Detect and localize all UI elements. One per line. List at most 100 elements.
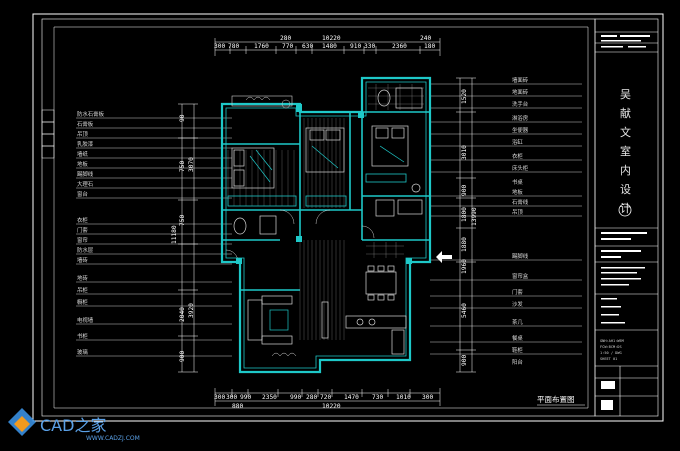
svg-text:吊柜: 吊柜 <box>77 286 88 294</box>
bed-icon <box>231 125 409 189</box>
left-margin-boxes <box>41 109 55 159</box>
svg-text:鞋柜: 鞋柜 <box>512 346 523 354</box>
door-swings <box>225 209 375 263</box>
bottom-dim-row1: 300 300 990 2350 990 280 720 1470 730 10… <box>214 394 433 401</box>
svg-text:墙砖: 墙砖 <box>77 256 88 264</box>
svg-text:1760: 1760 <box>254 43 269 50</box>
svg-text:750: 750 <box>179 161 186 172</box>
right-annotations: 墙面砖 地面砖 洗手台 淋浴房 坐便器 浴缸 衣柜 床头柜 书桌 地板 石膏线 … <box>512 76 529 366</box>
title-block-codes: GNH:AH1:WEM FCW:BCM:DS 1:50 / DWG SHEET … <box>600 339 625 361</box>
svg-text:280: 280 <box>306 394 317 401</box>
svg-text:浴缸: 浴缸 <box>512 138 523 146</box>
company-char-1: 献 <box>620 106 631 120</box>
watermark-brand: CAD之家 <box>40 416 106 435</box>
watermark: CAD之家 WWW.CADZJ.COM <box>8 408 140 442</box>
svg-text:书桌: 书桌 <box>512 178 523 186</box>
svg-text:990: 990 <box>240 394 251 401</box>
svg-text:门套: 门套 <box>512 288 523 296</box>
plant-icon <box>245 96 297 357</box>
svg-text:1960: 1960 <box>461 259 468 274</box>
svg-text:洗手台: 洗手台 <box>512 100 528 108</box>
svg-text:300: 300 <box>214 394 225 401</box>
svg-text:13990: 13990 <box>471 207 478 226</box>
svg-text:11180: 11180 <box>171 225 178 244</box>
svg-text:墙纸: 墙纸 <box>77 150 88 158</box>
svg-text:910: 910 <box>350 43 361 50</box>
right-leaders <box>430 83 582 355</box>
svg-text:橱柜: 橱柜 <box>77 298 88 306</box>
company-char-6: 计 <box>620 202 631 215</box>
svg-text:餐桌: 餐桌 <box>512 334 523 342</box>
svg-text:大理石: 大理石 <box>77 180 94 188</box>
svg-text:1880: 1880 <box>461 237 468 252</box>
company-char-0: 吴 <box>620 88 631 101</box>
right-dimensions <box>456 77 476 373</box>
kitchen-counter <box>345 315 407 355</box>
company-name: 吴 献 文 室 内 设 计 <box>618 88 632 217</box>
dining-table-icon <box>365 265 397 301</box>
plan-title: 平面布置图 <box>537 394 575 404</box>
watermark-url: WWW.CADZJ.COM <box>86 435 140 442</box>
svg-text:窗台: 窗台 <box>77 190 88 198</box>
svg-text:730: 730 <box>372 394 383 401</box>
svg-text:1480: 1480 <box>322 43 337 50</box>
svg-text:720: 720 <box>320 394 331 401</box>
svg-text:玻璃: 玻璃 <box>77 348 88 356</box>
svg-text:沙发: 沙发 <box>512 300 523 308</box>
outer-border <box>32 13 664 422</box>
svg-text:书柜: 书柜 <box>77 332 88 340</box>
dim-top-total: 10220 <box>322 35 341 42</box>
svg-text:750: 750 <box>179 215 186 226</box>
svg-text:2040: 2040 <box>179 307 186 322</box>
bathroom-fixtures <box>233 87 423 235</box>
left-annotations: 防水石膏板 石膏板 吊顶 乳胶漆 墙纸 地板 踢脚线 大理石 窗台 衣柜 门套 … <box>77 110 105 356</box>
svg-text:石膏线: 石膏线 <box>512 198 529 206</box>
svg-text:2350: 2350 <box>262 394 277 401</box>
svg-text:1470: 1470 <box>344 394 359 401</box>
code-1: FCW:BCM:DS <box>600 345 622 349</box>
svg-text:630: 630 <box>302 43 313 50</box>
dim-bottom-row2: 880 <box>232 403 243 410</box>
svg-text:防水石膏板: 防水石膏板 <box>77 110 105 118</box>
dim-bottom-total: 10220 <box>322 403 341 410</box>
code-0: GNH:AH1:WEM <box>600 339 625 343</box>
svg-text:180: 180 <box>424 43 435 50</box>
svg-text:墙面砖: 墙面砖 <box>512 76 529 84</box>
floor-plan <box>220 76 452 374</box>
svg-text:770: 770 <box>282 43 293 50</box>
top-dimensions <box>214 38 441 56</box>
svg-text:地板: 地板 <box>77 160 88 168</box>
svg-text:3070: 3070 <box>188 157 195 172</box>
svg-text:乳胶漆: 乳胶漆 <box>77 140 94 148</box>
svg-text:900: 900 <box>461 355 468 366</box>
svg-text:300: 300 <box>226 394 237 401</box>
code-3: SHEET 01 <box>600 357 617 361</box>
company-char-2: 文 <box>620 125 631 139</box>
entry-arrow-icon <box>436 251 452 263</box>
svg-text:淋浴房: 淋浴房 <box>512 114 528 122</box>
right-dim-labels: 1520 3010 900 1800 13990 1880 1960 5460 … <box>461 89 478 366</box>
svg-text:1520: 1520 <box>461 89 468 104</box>
company-char-3: 室 <box>620 144 631 158</box>
svg-text:300: 300 <box>214 43 225 50</box>
sofa-icon <box>247 295 329 345</box>
svg-text:窗帘: 窗帘 <box>77 236 88 244</box>
svg-text:电视墙: 电视墙 <box>77 316 94 324</box>
svg-text:窗帘盒: 窗帘盒 <box>512 272 529 280</box>
svg-text:5460: 5460 <box>461 303 468 318</box>
dim-top-row1-0: 280 <box>280 35 291 42</box>
plan-title-group: 平面布置图 <box>537 394 585 406</box>
svg-text:地板: 地板 <box>512 188 523 196</box>
seal-icon <box>618 203 632 217</box>
svg-text:2360: 2360 <box>392 43 407 50</box>
svg-text:3920: 3920 <box>188 303 195 318</box>
svg-text:石膏板: 石膏板 <box>77 120 94 128</box>
tile-grid <box>366 84 424 258</box>
svg-text:1010: 1010 <box>396 394 411 401</box>
svg-text:衣柜: 衣柜 <box>77 216 88 224</box>
svg-text:吊顶: 吊顶 <box>512 209 523 216</box>
svg-text:防水层: 防水层 <box>77 246 94 254</box>
company-char-5: 设 <box>620 183 631 196</box>
svg-text:茶几: 茶几 <box>512 318 523 326</box>
